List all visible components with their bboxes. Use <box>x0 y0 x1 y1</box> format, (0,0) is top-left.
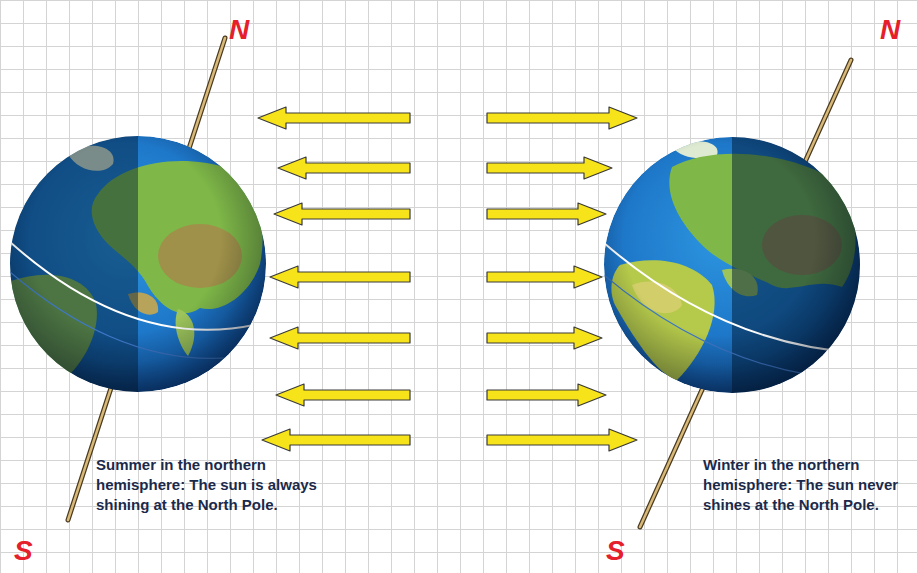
pole-label: S <box>14 537 33 565</box>
caption: Summer in the northern hemisphere: The s… <box>96 455 348 514</box>
sunlight-arrows <box>258 107 637 451</box>
caption: Winter in the northern hemisphere: The s… <box>703 455 913 514</box>
pole-label: N <box>880 16 900 44</box>
globe-winter <box>604 135 862 395</box>
pole-label: S <box>606 537 625 565</box>
globe-summer <box>8 134 266 394</box>
pole-label: N <box>229 16 249 44</box>
